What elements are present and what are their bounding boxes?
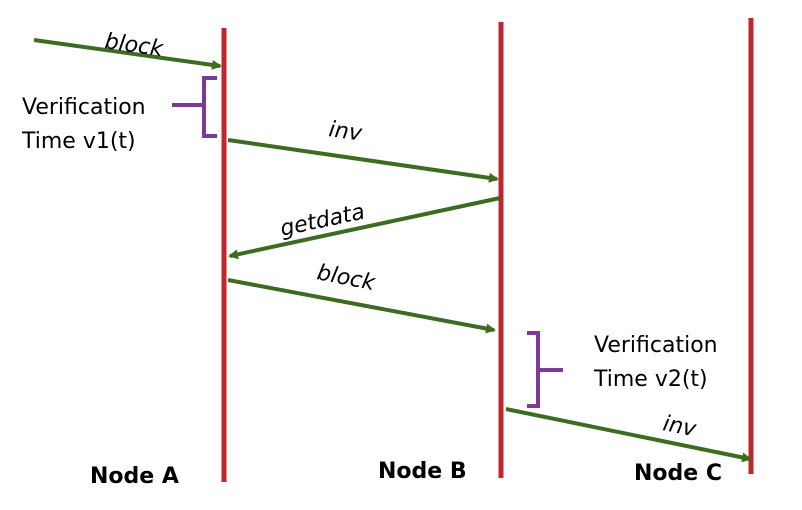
message-label-inv-ab: inv bbox=[327, 117, 364, 146]
verification-label-v2-line1: Verification bbox=[594, 333, 718, 358]
node-label-a: Node A bbox=[90, 464, 179, 489]
arrow-block-ab bbox=[227, 278, 496, 334]
verification-label-v1-line2: Time v1(t) bbox=[21, 129, 136, 154]
message-label-block-in: block bbox=[103, 29, 166, 62]
arrow-getdata-ba bbox=[228, 196, 501, 260]
verification-bracket-v2 bbox=[527, 331, 563, 408]
arrow-block-in bbox=[33, 38, 222, 70]
node-label-c: Node C bbox=[634, 461, 722, 486]
arrow-inv-ab bbox=[227, 138, 499, 183]
message-label-inv-bc: inv bbox=[661, 411, 699, 442]
arrow-inv-bc bbox=[505, 407, 752, 463]
message-label-block-ab: block bbox=[315, 260, 378, 296]
node-label-b: Node B bbox=[378, 459, 467, 484]
verification-label-v1-line1: Verification bbox=[22, 95, 146, 120]
verification-bracket-v1 bbox=[172, 76, 217, 138]
verification-label-v2-line2: Time v2(t) bbox=[593, 367, 708, 392]
